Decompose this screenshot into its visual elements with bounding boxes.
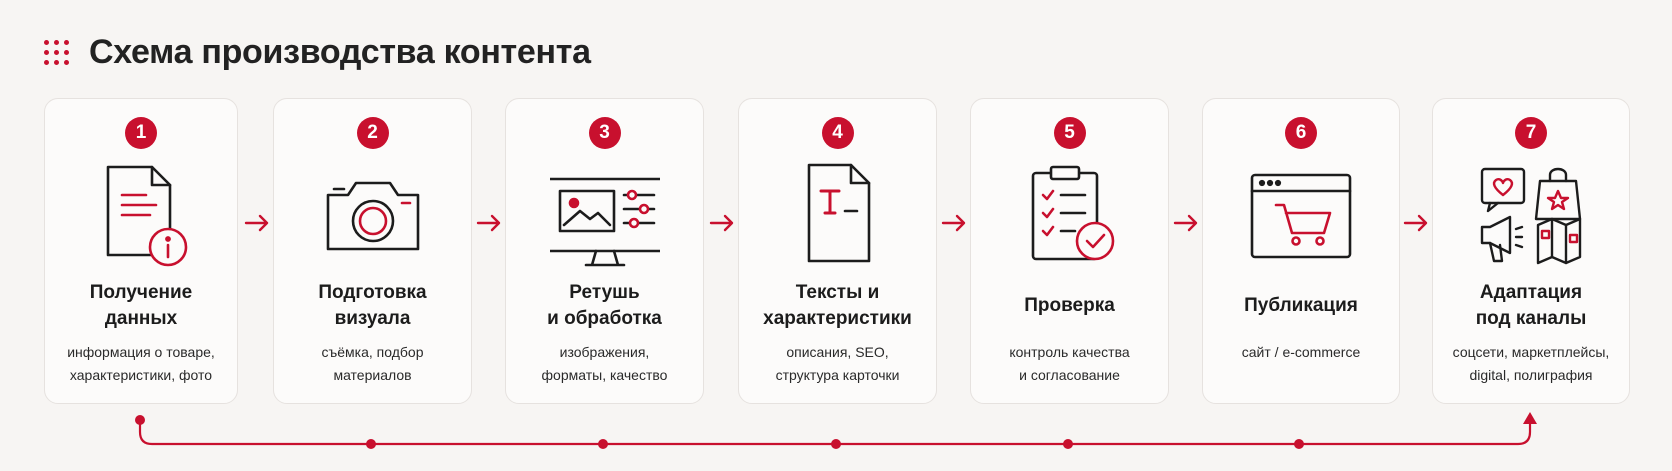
step-number-badge: 5	[1053, 117, 1086, 149]
step-card-1: 1 Получение данных информация о товаре, …	[44, 98, 238, 404]
loop-node-dot	[1063, 439, 1073, 449]
step-card-4: 4 Тексты и характеристики описания, SEO,…	[738, 98, 937, 404]
arrow-right-icon	[244, 214, 269, 232]
step-number-badge: 2	[356, 117, 389, 149]
checklist-clipboard-icon	[1015, 161, 1125, 271]
loop-arrowhead	[1523, 412, 1537, 424]
arrow-right-icon	[1173, 214, 1198, 232]
step-description: соцсети, маркетплейсы, digital, полиграф…	[1452, 344, 1610, 383]
step-title: Проверка	[1024, 295, 1115, 316]
arrow-right-icon	[941, 214, 966, 232]
step-card-6: 6 Публикация сайт / e-commerce	[1202, 98, 1400, 404]
loop-start-dot	[135, 415, 145, 425]
arrow-right-icon	[709, 214, 734, 232]
step-number-badge: 3	[588, 117, 621, 149]
step-title: Публикация	[1244, 295, 1358, 316]
step-description: съёмка, подбор материалов	[321, 344, 424, 383]
monitor-image-edit-icon	[549, 161, 660, 271]
step-description: изображения, форматы, качество	[541, 344, 668, 383]
step-number-badge: 4	[821, 117, 854, 149]
loop-node-dot	[831, 439, 841, 449]
loop-node-dot	[598, 439, 608, 449]
step-description: информация о товаре, характеристики, фот…	[67, 344, 215, 383]
loop-node-dot	[1294, 439, 1304, 449]
channels-icon	[1476, 161, 1586, 271]
step-number-badge: 1	[125, 117, 157, 149]
arrow-right-icon	[1403, 214, 1428, 232]
step-description: сайт / e-commerce	[1241, 344, 1361, 360]
step-number-badge: 6	[1285, 117, 1317, 149]
step-number-badge: 7	[1515, 117, 1547, 149]
page-title: Схема производства контента	[89, 32, 591, 71]
step-card-2: 2 Подготовка визуала съёмка, подбор мате…	[273, 98, 472, 404]
browser-cart-icon	[1246, 161, 1356, 271]
loop-node-dot	[366, 439, 376, 449]
step-title: Ретушь и обработка	[547, 282, 662, 329]
step-description: описания, SEO, структура карточки	[775, 344, 900, 383]
step-card-7: 7 Адаптация под каналы соцсети, маркетпл…	[1432, 98, 1630, 404]
document-info-icon	[86, 161, 196, 271]
step-title: Адаптация под каналы	[1475, 282, 1587, 329]
step-title: Подготовка визуала	[318, 282, 427, 329]
arrow-right-icon	[476, 214, 501, 232]
dots-grid-icon	[44, 39, 69, 65]
step-description: контроль качества и согласование	[1009, 344, 1130, 383]
header: Схема производства контента	[44, 28, 591, 76]
step-title: Тексты и характеристики	[763, 282, 912, 329]
camera-icon	[318, 161, 428, 271]
step-title: Получение данных	[89, 282, 193, 329]
text-document-icon	[783, 161, 893, 271]
step-card-5: 5 Проверка контроль качества и согласова…	[970, 98, 1169, 404]
step-card-3: 3 Ретушь и обработка изображения, формат…	[505, 98, 704, 404]
